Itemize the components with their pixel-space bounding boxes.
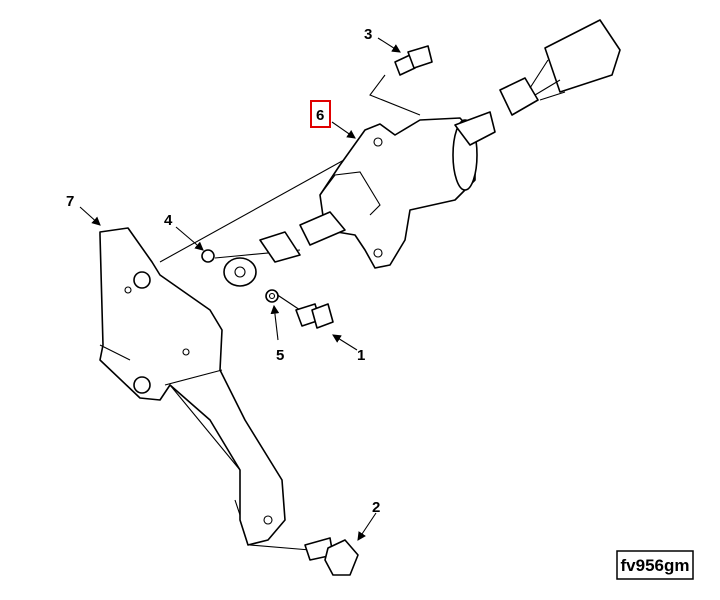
callout-6: 6: [316, 107, 324, 124]
callout-2: 2: [372, 499, 380, 516]
callout-6-highlight-box: [310, 100, 331, 128]
callout-1: 1: [357, 347, 365, 364]
callout-arrows: [79, 37, 401, 541]
bracket-part: [99, 227, 286, 546]
figure-label-box: [616, 550, 694, 580]
solenoid-part: [223, 19, 621, 287]
callout-4: 4: [164, 212, 173, 229]
figure-label: fv956gm: [621, 556, 690, 575]
callout-5: 5: [276, 347, 284, 364]
callout-3: 3: [364, 26, 372, 43]
hardware-parts: [201, 45, 433, 576]
callout-7: 7: [66, 193, 74, 210]
